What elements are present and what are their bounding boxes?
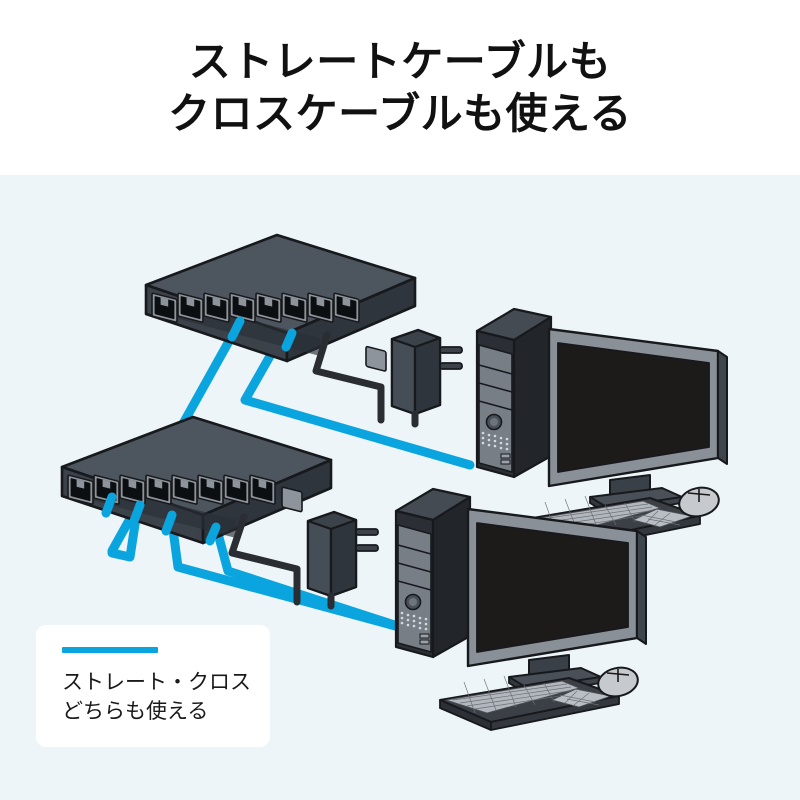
legend-label-line-1: ストレート・クロス bbox=[62, 670, 251, 694]
network-switch-top[interactable] bbox=[144, 233, 417, 372]
page-title-line-2: クロスケーブルも使える bbox=[168, 88, 632, 138]
pc-mouse-top bbox=[678, 486, 720, 518]
keyboard-keys-numpad-top bbox=[631, 508, 694, 528]
cable-tips-top-switch bbox=[227, 316, 297, 352]
pc-tower-top bbox=[475, 307, 553, 479]
legend-label-line-2: どちらも使える bbox=[62, 699, 209, 723]
switch-top-dc-jack bbox=[365, 345, 387, 372]
legend-cable-swatch bbox=[62, 647, 158, 653]
pc-vent-dots-bottom bbox=[400, 611, 428, 631]
switch-bottom-ports bbox=[67, 474, 276, 506]
keyboard-keys-main-bottom bbox=[445, 675, 581, 714]
legend: ストレート・クロス どちらも使える bbox=[36, 625, 270, 747]
pc-monitor-bottom bbox=[466, 507, 647, 695]
page-title: ストレートケーブルも クロスケーブルも使える bbox=[0, 0, 800, 175]
pc-tower-bottom bbox=[394, 487, 472, 659]
pc-mouse-bottom bbox=[597, 666, 639, 698]
page-title-line-1: ストレートケーブルも bbox=[188, 36, 612, 86]
pc-usb-ports-top bbox=[500, 453, 511, 465]
power-adapter-top bbox=[312, 328, 463, 428]
network-diagram-panel: ストレート・クロス どちらも使える bbox=[0, 175, 800, 800]
pc-keyboard-bottom bbox=[439, 675, 620, 731]
pc-monitor-top bbox=[547, 327, 728, 515]
switch-bottom-dc-jack bbox=[281, 486, 303, 513]
power-adapter-bottom bbox=[228, 510, 379, 610]
cable-tips-bottom-switch bbox=[101, 492, 221, 546]
pc-vent-dots-top bbox=[481, 431, 509, 451]
switch-top-ports bbox=[151, 292, 360, 324]
pc-usb-ports-bottom bbox=[419, 633, 430, 645]
keyboard-keys-numpad-bottom bbox=[550, 688, 613, 708]
ac-prongs-bottom bbox=[355, 528, 379, 552]
desktop-pc-bottom[interactable] bbox=[394, 487, 647, 731]
ac-prongs-top bbox=[439, 346, 463, 370]
